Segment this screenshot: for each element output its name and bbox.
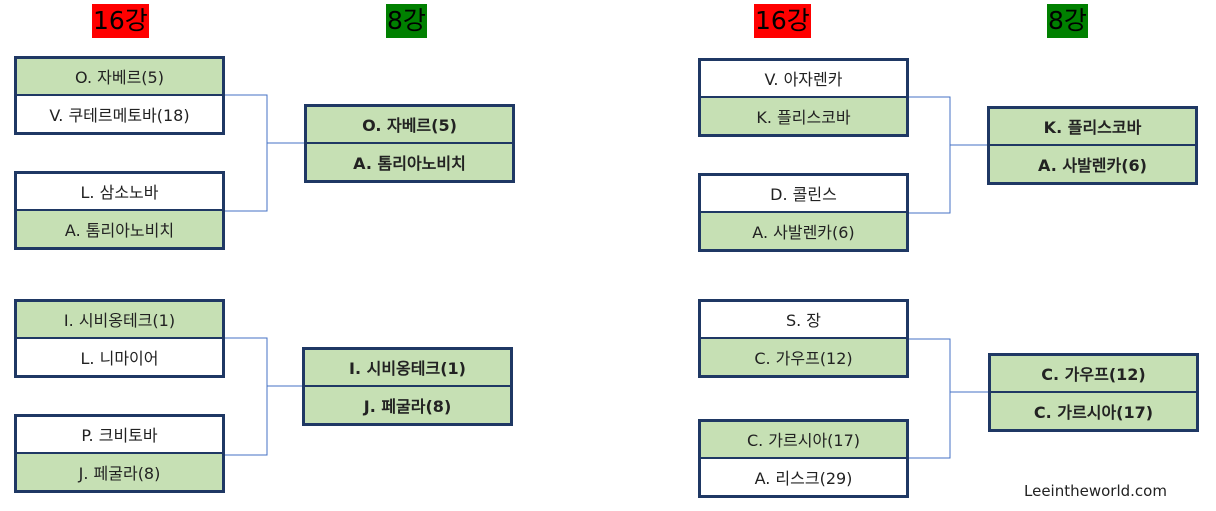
match-r16-4: P. 크비토바 J. 페굴라(8) <box>14 414 225 493</box>
match-r16-2: L. 삼소노바 A. 톰리아노비치 <box>14 171 225 250</box>
match-r8-4: C. 가우프(12) C. 가르시아(17) <box>988 353 1199 432</box>
player-slot: K. 플리스코바 <box>990 109 1195 146</box>
player-slot: C. 가우프(12) <box>991 356 1196 393</box>
connector-line <box>224 337 268 456</box>
match-r8-1: O. 자베르(5) A. 톰리아노비치 <box>304 104 515 183</box>
match-r16-8: C. 가르시아(17) A. 리스크(29) <box>698 419 909 498</box>
match-r16-5: V. 아자렌카 K. 플리스코바 <box>698 58 909 137</box>
match-r16-7: S. 장 C. 가우프(12) <box>698 299 909 378</box>
player-slot: A. 사발렌카(6) <box>990 145 1195 182</box>
header-right-round16: 16강 <box>754 4 811 38</box>
header-left-round8: 8강 <box>386 4 427 38</box>
site-credit: Leeintheworld.com <box>1024 482 1167 500</box>
player-slot: A. 톰리아노비치 <box>17 210 222 247</box>
player-slot: A. 리스크(29) <box>754 468 853 488</box>
player-slot: O. 자베르(5) <box>17 59 222 96</box>
connector-line <box>224 94 268 212</box>
player-slot: C. 가르시아(17) <box>991 392 1196 429</box>
header-right-round8: 8강 <box>1047 4 1088 38</box>
match-r8-2: I. 시비옹테크(1) J. 페굴라(8) <box>302 347 513 426</box>
player-slot: L. 니마이어 <box>80 348 159 368</box>
player-slot: K. 플리스코바 <box>701 97 906 134</box>
match-r8-3: K. 플리스코바 A. 사발렌카(6) <box>987 106 1198 185</box>
player-slot: A. 톰리아노비치 <box>307 143 512 180</box>
player-slot: O. 자베르(5) <box>307 107 512 144</box>
player-slot: I. 시비옹테크(1) <box>305 350 510 387</box>
match-r16-6: D. 콜린스 A. 사발렌카(6) <box>698 173 909 252</box>
player-slot: D. 콜린스 <box>701 176 906 213</box>
player-slot: I. 시비옹테크(1) <box>17 302 222 339</box>
player-slot: L. 삼소노바 <box>17 174 222 211</box>
player-slot: V. 아자렌카 <box>701 61 906 98</box>
player-slot: S. 장 <box>701 302 906 339</box>
player-slot: V. 쿠테르메토바(18) <box>49 105 190 125</box>
player-slot: C. 가르시아(17) <box>701 422 906 459</box>
match-r16-1: O. 자베르(5) V. 쿠테르메토바(18) <box>14 56 225 135</box>
header-left-round16: 16강 <box>92 4 149 38</box>
player-slot: P. 크비토바 <box>17 417 222 454</box>
connector-line <box>908 96 951 214</box>
player-slot: A. 사발렌카(6) <box>701 212 906 249</box>
player-slot: C. 가우프(12) <box>701 338 906 375</box>
match-r16-3: I. 시비옹테크(1) L. 니마이어 <box>14 299 225 378</box>
player-slot: J. 페굴라(8) <box>17 453 222 490</box>
connector-line <box>908 338 951 459</box>
player-slot: J. 페굴라(8) <box>305 386 510 423</box>
